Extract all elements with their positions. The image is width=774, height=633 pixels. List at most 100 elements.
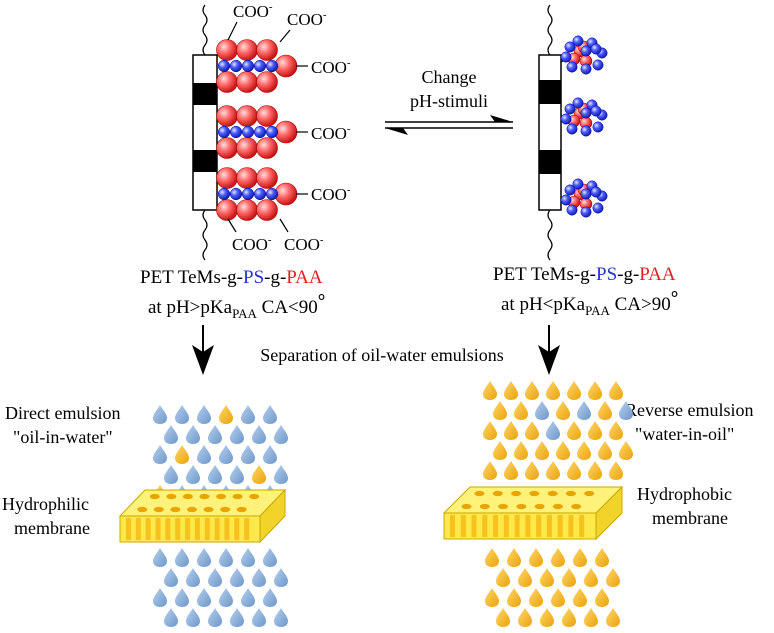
- droplet: [573, 548, 587, 567]
- membrane-channel: [557, 515, 563, 537]
- droplet: [263, 445, 277, 464]
- paa-sphere: [274, 182, 298, 206]
- droplet: [175, 548, 189, 567]
- ps-sphere: [590, 105, 602, 117]
- right-membrane-label: Hydrophobic: [637, 484, 732, 504]
- droplet: [529, 548, 543, 567]
- paa-sphere: [256, 71, 278, 93]
- ps-sphere: [564, 41, 576, 53]
- droplet: [525, 381, 539, 400]
- equilibrium-label-line2: pH-stimuli: [410, 91, 488, 111]
- ps-sphere: [241, 187, 255, 201]
- paa-sphere: [256, 199, 278, 221]
- ps-sphere: [265, 59, 279, 73]
- right-state-condition: at pH<pKaPAA CA>90°: [501, 288, 678, 318]
- droplet: [535, 401, 549, 420]
- paa-sphere: [236, 167, 258, 189]
- ps-sphere: [229, 187, 243, 201]
- droplet: [504, 461, 518, 480]
- droplet: [485, 588, 499, 607]
- membrane-channel: [536, 515, 542, 537]
- droplet: [551, 588, 565, 607]
- paa-sphere: [256, 39, 278, 61]
- droplet: [241, 445, 255, 464]
- ps-sphere: [253, 187, 267, 201]
- droplet: [529, 588, 543, 607]
- ps-sphere: [560, 194, 572, 206]
- droplet: [241, 548, 255, 567]
- paa-sphere: [216, 39, 238, 61]
- droplet: [609, 461, 623, 480]
- droplet: [219, 445, 233, 464]
- droplet: [619, 441, 633, 460]
- paa-sphere: [256, 105, 278, 127]
- right-collapsed-brushes: [560, 35, 608, 218]
- ps-sphere: [572, 97, 584, 109]
- membrane-pore: [186, 506, 197, 513]
- left-permeate-droplets: [153, 548, 288, 627]
- membrane-channel: [204, 518, 210, 540]
- droplet: [153, 588, 167, 607]
- droplet: [588, 421, 602, 440]
- left-membrane-label-2: membrane: [14, 518, 90, 538]
- membrane-channel: [471, 515, 477, 537]
- membrane-pore: [516, 503, 527, 510]
- droplet: [562, 608, 576, 627]
- membrane-pore: [529, 490, 540, 497]
- droplet: [483, 381, 497, 400]
- droplet: [567, 381, 581, 400]
- droplet: [197, 445, 211, 464]
- droplet: [584, 568, 598, 587]
- droplet: [252, 608, 266, 627]
- ps-sphere: [253, 59, 267, 73]
- membrane-pore: [552, 503, 563, 510]
- ps-sphere: [564, 184, 576, 196]
- droplet: [241, 405, 255, 424]
- left-state-caption: PET TeMs-g-PS-g-PAA: [140, 267, 323, 288]
- droplet: [164, 568, 178, 587]
- membrane-channel: [460, 515, 466, 537]
- membrane-channel: [224, 518, 230, 540]
- ps-sphere: [592, 59, 604, 71]
- coo-label: COO-: [311, 123, 351, 143]
- droplet: [274, 568, 288, 587]
- ps-sphere: [592, 202, 604, 214]
- droplet: [208, 568, 222, 587]
- left-paa-ps-brushes: [216, 39, 298, 221]
- membrane-pore: [511, 490, 522, 497]
- droplet: [230, 608, 244, 627]
- right-state-caption: PET TeMs-g-PS-g-PAA: [493, 264, 676, 285]
- droplet: [208, 465, 222, 484]
- droplet: [573, 588, 587, 607]
- membrane-side: [259, 488, 286, 544]
- droplet: [252, 568, 266, 587]
- left-membrane-label: Hydrophilic: [2, 494, 89, 514]
- droplet: [197, 588, 211, 607]
- droplet: [588, 461, 602, 480]
- ps-sphere: [253, 125, 267, 139]
- membrane-pore: [220, 506, 231, 513]
- coo-label: COO-: [311, 57, 351, 77]
- droplet: [263, 548, 277, 567]
- membrane-channel: [214, 518, 220, 540]
- droplet: [584, 608, 598, 627]
- ps-sphere: [566, 204, 578, 216]
- droplet: [514, 441, 528, 460]
- membrane-pore: [203, 506, 214, 513]
- droplet: [540, 608, 554, 627]
- membrane-pore: [236, 506, 247, 513]
- membrane-channel: [135, 518, 141, 540]
- membrane-channel: [165, 518, 171, 540]
- paa-sphere: [216, 105, 238, 127]
- left-emulsion-subtitle: "oil-in-water": [13, 427, 113, 447]
- paa-sphere: [236, 71, 258, 93]
- ps-sphere: [229, 125, 243, 139]
- droplet: [562, 568, 576, 587]
- membrane-channel: [126, 518, 131, 540]
- droplet: [577, 401, 591, 420]
- paa-sphere: [274, 54, 298, 78]
- membrane-pore: [166, 493, 177, 500]
- droplet: [164, 465, 178, 484]
- coo-label: COO-: [233, 1, 273, 21]
